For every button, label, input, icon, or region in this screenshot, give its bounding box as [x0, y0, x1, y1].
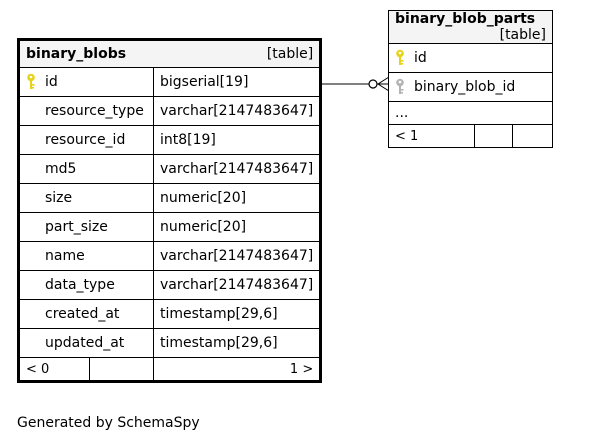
column-name: resource_type: [45, 103, 144, 119]
column-row[interactable]: resource_type varchar[2147483647]: [18, 96, 322, 126]
column-name: id: [45, 74, 58, 90]
table-name: binary_blob_parts: [395, 11, 536, 27]
table-footer-spacer: [89, 357, 154, 382]
column-row[interactable]: binary_blob_id: [388, 72, 553, 102]
column-name-cell: md5: [18, 154, 154, 184]
column-name: size: [45, 190, 73, 206]
crowfoot-lower: [377, 83, 390, 92]
table-footer-spacer: [512, 124, 553, 148]
column-row[interactable]: id: [388, 43, 553, 73]
column-name: resource_id: [45, 132, 126, 148]
column-type: varchar[2147483647]: [152, 270, 322, 300]
table-footer-spacer: [474, 124, 513, 148]
column-name: part_size: [45, 219, 108, 235]
column-name-cell: size: [18, 183, 154, 213]
foreign-key-icon: [395, 78, 405, 99]
column-name-cell: binary_blob_id: [388, 72, 553, 102]
column-type: varchar[2147483647]: [152, 154, 322, 184]
table-header: binary_blobs [table]: [17, 39, 322, 68]
primary-key-icon: [26, 73, 36, 94]
column-type: numeric[20]: [152, 212, 322, 242]
column-name-cell: data_type: [18, 270, 154, 300]
column-type: int8[19]: [152, 125, 322, 155]
column-row[interactable]: id bigserial[19]: [18, 67, 322, 97]
table-footer-right: 1 >: [152, 357, 322, 382]
table-footer-left: < 0: [18, 357, 90, 382]
column-name-cell: updated_at: [18, 328, 154, 358]
column-row[interactable]: md5 varchar[2147483647]: [18, 154, 322, 184]
column-type: timestamp[29,6]: [152, 328, 322, 358]
column-name-cell: id: [388, 43, 553, 73]
column-row[interactable]: resource_id int8[19]: [18, 125, 322, 155]
table-binary-blob-parts[interactable]: binary_blob_parts [table] id binary_blob_…: [388, 10, 553, 148]
column-name-cell: name: [18, 241, 154, 271]
column-name-cell: id: [18, 67, 154, 97]
column-row[interactable]: part_size numeric[20]: [18, 212, 322, 242]
column-type: varchar[2147483647]: [152, 96, 322, 126]
column-name-cell: part_size: [18, 212, 154, 242]
column-name-cell: created_at: [18, 299, 154, 329]
generated-by-credit: Generated by SchemaSpy: [17, 415, 200, 431]
column-name: created_at: [45, 306, 120, 322]
crowfoot-upper: [377, 76, 390, 85]
column-row[interactable]: created_at timestamp[29,6]: [18, 299, 322, 329]
column-name: id: [414, 50, 427, 66]
column-name: data_type: [45, 277, 115, 293]
primary-key-icon: [395, 49, 405, 70]
column-row[interactable]: size numeric[20]: [18, 183, 322, 213]
table-kind: [table]: [499, 27, 546, 43]
table-name: binary_blobs: [26, 46, 127, 62]
column-row[interactable]: name varchar[2147483647]: [18, 241, 322, 271]
column-type: bigserial[19]: [152, 67, 322, 97]
column-row[interactable]: updated_at timestamp[29,6]: [18, 328, 322, 358]
more-columns: ...: [388, 101, 553, 125]
column-type: varchar[2147483647]: [152, 241, 322, 271]
table-footer-left: < 1: [388, 124, 475, 148]
column-name-cell: resource_type: [18, 96, 154, 126]
table-kind: [table]: [266, 46, 314, 62]
column-row[interactable]: data_type varchar[2147483647]: [18, 270, 322, 300]
column-name: name: [45, 248, 85, 264]
column-name: binary_blob_id: [414, 79, 516, 95]
column-name: md5: [45, 161, 77, 177]
column-name: updated_at: [45, 335, 125, 351]
column-name-cell: resource_id: [18, 125, 154, 155]
table-header: binary_blob_parts [table]: [388, 10, 553, 44]
column-type: numeric[20]: [152, 183, 322, 213]
column-type: timestamp[29,6]: [152, 299, 322, 329]
zero-optional-marker: [368, 79, 378, 89]
